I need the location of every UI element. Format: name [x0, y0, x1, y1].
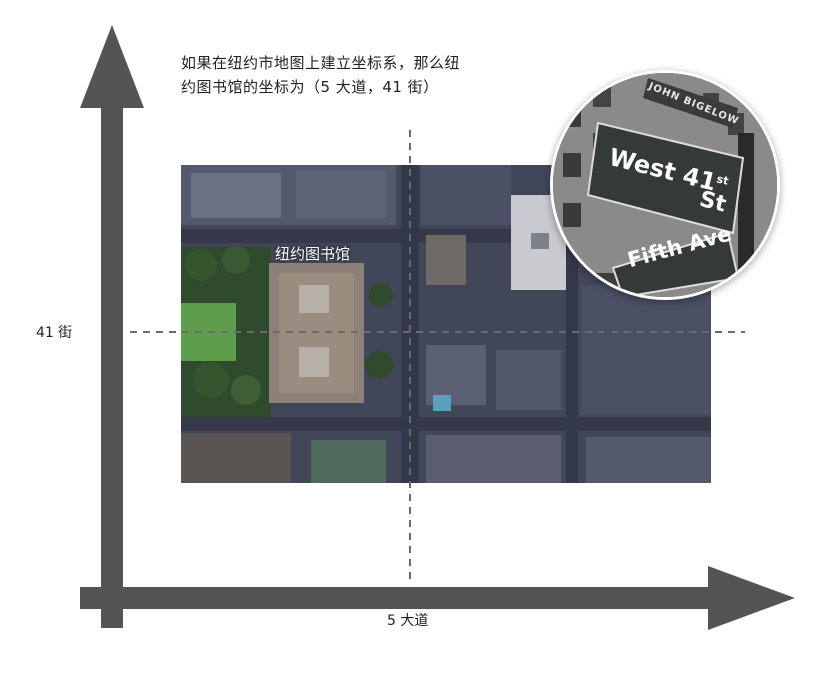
street-sign-photo: JOHN BIGELOW West 41st St Fifth Ave [550, 70, 780, 300]
x-axis-arrow [80, 566, 795, 630]
y-axis-arrow [80, 25, 144, 628]
x-axis-label: 5 大道 [387, 613, 429, 629]
street-sign-drawing [553, 73, 777, 297]
y-axis-label: 41 街 [36, 325, 73, 341]
caption-line-2: 约图书馆的坐标为（5 大道，41 街） [181, 78, 439, 96]
library-label: 纽约图书馆 [275, 245, 351, 263]
caption-line-1: 如果在纽约市地图上建立坐标系，那么纽 [181, 54, 461, 72]
caption: 如果在纽约市地图上建立坐标系，那么纽 约图书馆的坐标为（5 大道，41 街） [181, 51, 521, 99]
